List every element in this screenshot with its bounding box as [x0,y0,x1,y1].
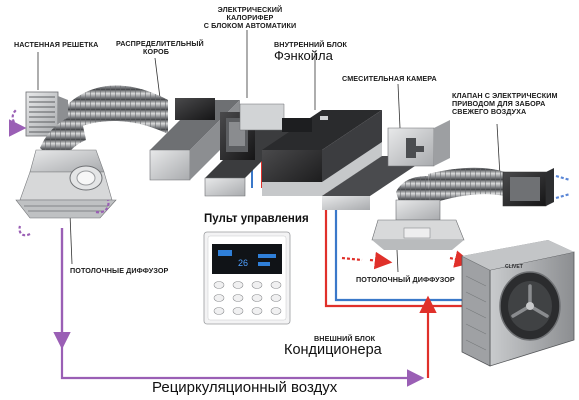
label-outdoor-unit: ВНЕШНИЙ БЛОК [314,334,376,343]
remote-display-value: 26 [238,258,248,268]
label-remote-control: Пульт управления [204,213,309,225]
label-recirculation-air: Рециркуляционный воздух [152,379,338,396]
label-ceiling-diffuser-left: ПОТОЛОЧНЫЕ ДИФФУЗОР [70,266,169,275]
outdoor-unit: CLIVET [461,240,575,367]
label-distribution-box: РАСПРЕДЕЛИТЕЛЬНЫЙ КОРОБ [116,39,204,56]
ceiling-diffuser-left [15,149,117,219]
label-mixing-chamber: СМЕСИТЕЛЬНАЯ КАМЕРА [342,74,437,83]
label-indoor-unit: ВНУТРЕННИЙ БЛОК [274,40,348,49]
label-damper: КЛАПАН С ЭЛЕКТРИЧЕСКИМ ПРИВОДОМ ДЛЯ ЗАБО… [452,91,558,116]
air-flow-arrows [8,109,571,270]
label-conditioner: Кондиционера [284,342,382,358]
label-electric-heater: ЭЛЕКТРИЧЕСКИЙ КАЛОРИФЕР С БЛОКОМ АВТОМАТ… [203,5,297,30]
outdoor-brand-label: CLIVET [505,264,523,270]
fresh-air-damper [502,168,554,207]
label-ceiling-diffuser-right: ПОТОЛОЧНЫЙ ДИФФУЗОР [356,275,455,284]
label-fancoil: Фэнкойла [274,48,333,63]
ceiling-diffuser-right [371,199,465,250]
recirculation-path [53,228,437,387]
remote-control: 26 [203,231,291,325]
fancoil-indoor-unit [262,110,382,196]
label-wall-grille: НАСТЕННАЯ РЕШЕТКА [14,40,99,49]
mixing-chamber [322,120,450,210]
leader-lines [37,30,501,273]
electric-heater [204,103,295,197]
